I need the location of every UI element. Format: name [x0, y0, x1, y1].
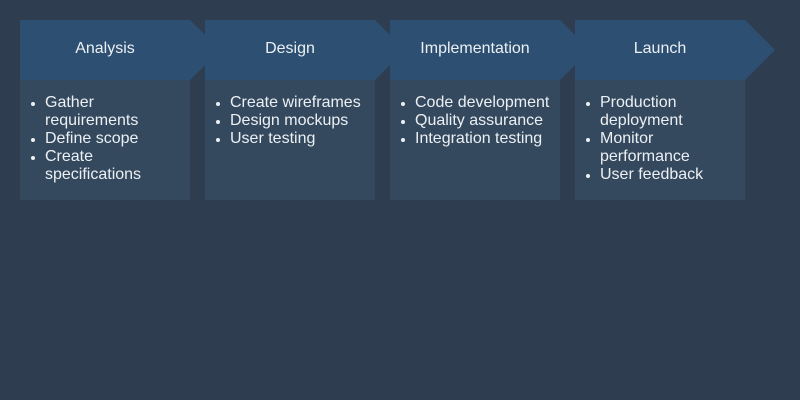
- stage-arrow: [390, 20, 590, 80]
- task-item: User feedback: [600, 166, 740, 184]
- task-item: Production deployment: [600, 94, 740, 130]
- task-item: Monitor performance: [600, 130, 740, 166]
- stage-implementation: Implementation Code development Quality …: [390, 20, 590, 200]
- stage-task-list: Code development Quality assurance Integ…: [390, 94, 555, 148]
- task-item: Integration testing: [415, 130, 555, 148]
- task-item: Quality assurance: [415, 112, 555, 130]
- task-item: Code development: [415, 94, 555, 112]
- task-item: Define scope: [45, 130, 185, 148]
- stage-title: Launch: [633, 40, 687, 57]
- stage-card: Gather requirements Define scope Create …: [20, 80, 190, 200]
- stage-title: Analysis: [75, 40, 135, 57]
- stage-arrow: [575, 20, 775, 80]
- task-item: Create wireframes: [230, 94, 370, 112]
- stage-analysis: Analysis Gather requirements Define scop…: [20, 20, 220, 200]
- task-item: Create specifications: [45, 148, 185, 184]
- stage-card: Production deployment Monitor performanc…: [575, 80, 745, 200]
- stage-card: Create wireframes Design mockups User te…: [205, 80, 375, 200]
- task-item: User testing: [230, 130, 370, 148]
- stage-arrow: [20, 20, 220, 80]
- task-item: Gather requirements: [45, 94, 185, 130]
- stage-design: Design Create wireframes Design mockups …: [205, 20, 405, 200]
- stage-launch: Launch Production deployment Monitor per…: [575, 20, 775, 200]
- stage-title: Design: [265, 40, 315, 57]
- task-item: Design mockups: [230, 112, 370, 130]
- stage-task-list: Production deployment Monitor performanc…: [575, 94, 740, 184]
- stage-arrow: [205, 20, 405, 80]
- stage-task-list: Gather requirements Define scope Create …: [20, 94, 185, 184]
- stage-title: Implementation: [420, 40, 530, 57]
- stage-card: Code development Quality assurance Integ…: [390, 80, 560, 200]
- stage-task-list: Create wireframes Design mockups User te…: [205, 94, 370, 148]
